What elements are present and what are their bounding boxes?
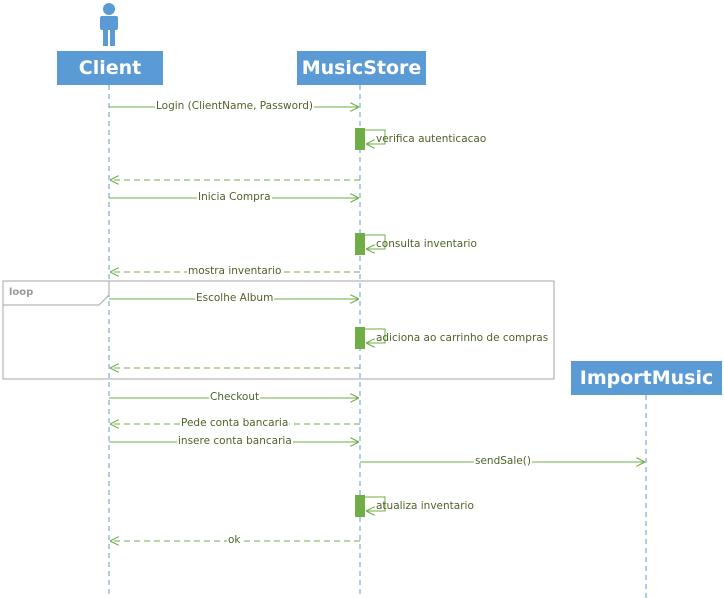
- message-label: Escolhe Album: [195, 292, 275, 305]
- loop-label: loop: [9, 287, 34, 298]
- lifeline-store: MusicStore: [297, 51, 426, 85]
- self-message-label: atualiza inventario: [376, 500, 474, 512]
- self-message-label: verifica autenticacao: [376, 133, 487, 145]
- activation-bar: [355, 128, 365, 150]
- lifeline-import: ImportMusic: [571, 361, 722, 395]
- actor-icon: [100, 3, 118, 46]
- message-label: insere conta bancaria: [177, 435, 293, 448]
- self-message-arrow: [365, 328, 386, 343]
- loop-fragment: [2, 280, 555, 380]
- message-label: Login (ClientName, Password): [155, 100, 314, 113]
- message-label: mostra inventario: [187, 265, 283, 278]
- self-message-arrow: [365, 234, 386, 249]
- activation-bar: [355, 233, 365, 255]
- loop-fragment-tab: [3, 281, 110, 306]
- self-message-arrow: [365, 496, 386, 511]
- activation-bar: [355, 327, 365, 349]
- message-label: ok: [227, 534, 242, 547]
- message-label: Checkout: [209, 391, 261, 404]
- lifeline-client: Client: [57, 51, 163, 85]
- self-message-label: consulta inventario: [376, 238, 477, 250]
- self-message-arrow: [365, 129, 386, 144]
- activation-bar: [355, 495, 365, 517]
- self-message-label: adiciona ao carrinho de compras: [376, 332, 549, 344]
- message-label: Inicia Compra: [197, 191, 272, 204]
- message-label: sendSale(): [474, 455, 532, 468]
- message-label: Pede conta bancaria: [180, 417, 290, 430]
